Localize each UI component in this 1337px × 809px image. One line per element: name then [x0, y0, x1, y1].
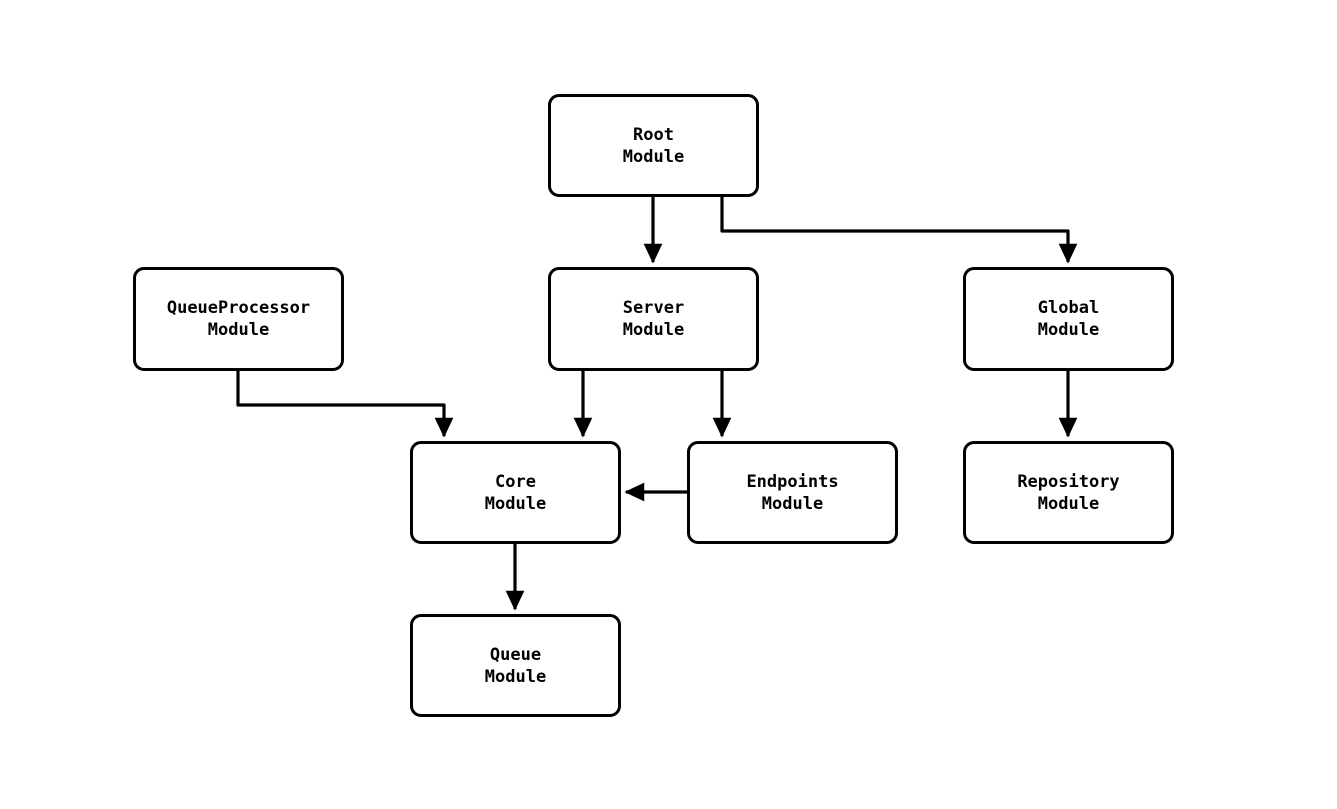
node-endpoints-module-line1: Endpoints: [746, 471, 839, 492]
node-core-module[interactable]: Core Module: [410, 441, 621, 544]
node-repository-module[interactable]: Repository Module: [963, 441, 1174, 544]
node-queueprocessor-module-line1: QueueProcessor: [166, 298, 311, 318]
node-endpoints-module-line2: Module: [761, 493, 824, 514]
node-root-module[interactable]: Root Module: [548, 94, 759, 197]
edge-root-to-global: [720, 197, 1078, 264]
node-root-module-line1: Root: [633, 124, 674, 145]
node-root-module-line2: Module: [622, 146, 685, 167]
node-global-module-line1: Global: [1037, 298, 1100, 318]
node-repository-module-line2: Module: [1037, 493, 1100, 514]
node-endpoints-module[interactable]: Endpoints Module: [687, 441, 898, 544]
node-global-module-line2: Module: [1037, 320, 1100, 340]
edge-queueprocessor-to-core: [236, 371, 454, 438]
node-queue-module-line1: Queue: [489, 644, 542, 665]
node-global-module[interactable]: Global Module: [963, 267, 1174, 371]
node-queue-module-line2: Module: [484, 666, 547, 687]
node-repository-module-line1: Repository: [1017, 471, 1120, 492]
node-queueprocessor-module[interactable]: QueueProcessor Module: [133, 267, 344, 371]
node-core-module-line2: Module: [484, 493, 547, 514]
node-server-module[interactable]: Server Module: [548, 267, 759, 371]
node-server-module-line1: Server: [622, 298, 685, 318]
node-server-module-line2: Module: [622, 320, 685, 340]
node-queue-module[interactable]: Queue Module: [410, 614, 621, 717]
node-queueprocessor-module-line2: Module: [207, 320, 270, 340]
node-core-module-line1: Core: [495, 471, 536, 492]
